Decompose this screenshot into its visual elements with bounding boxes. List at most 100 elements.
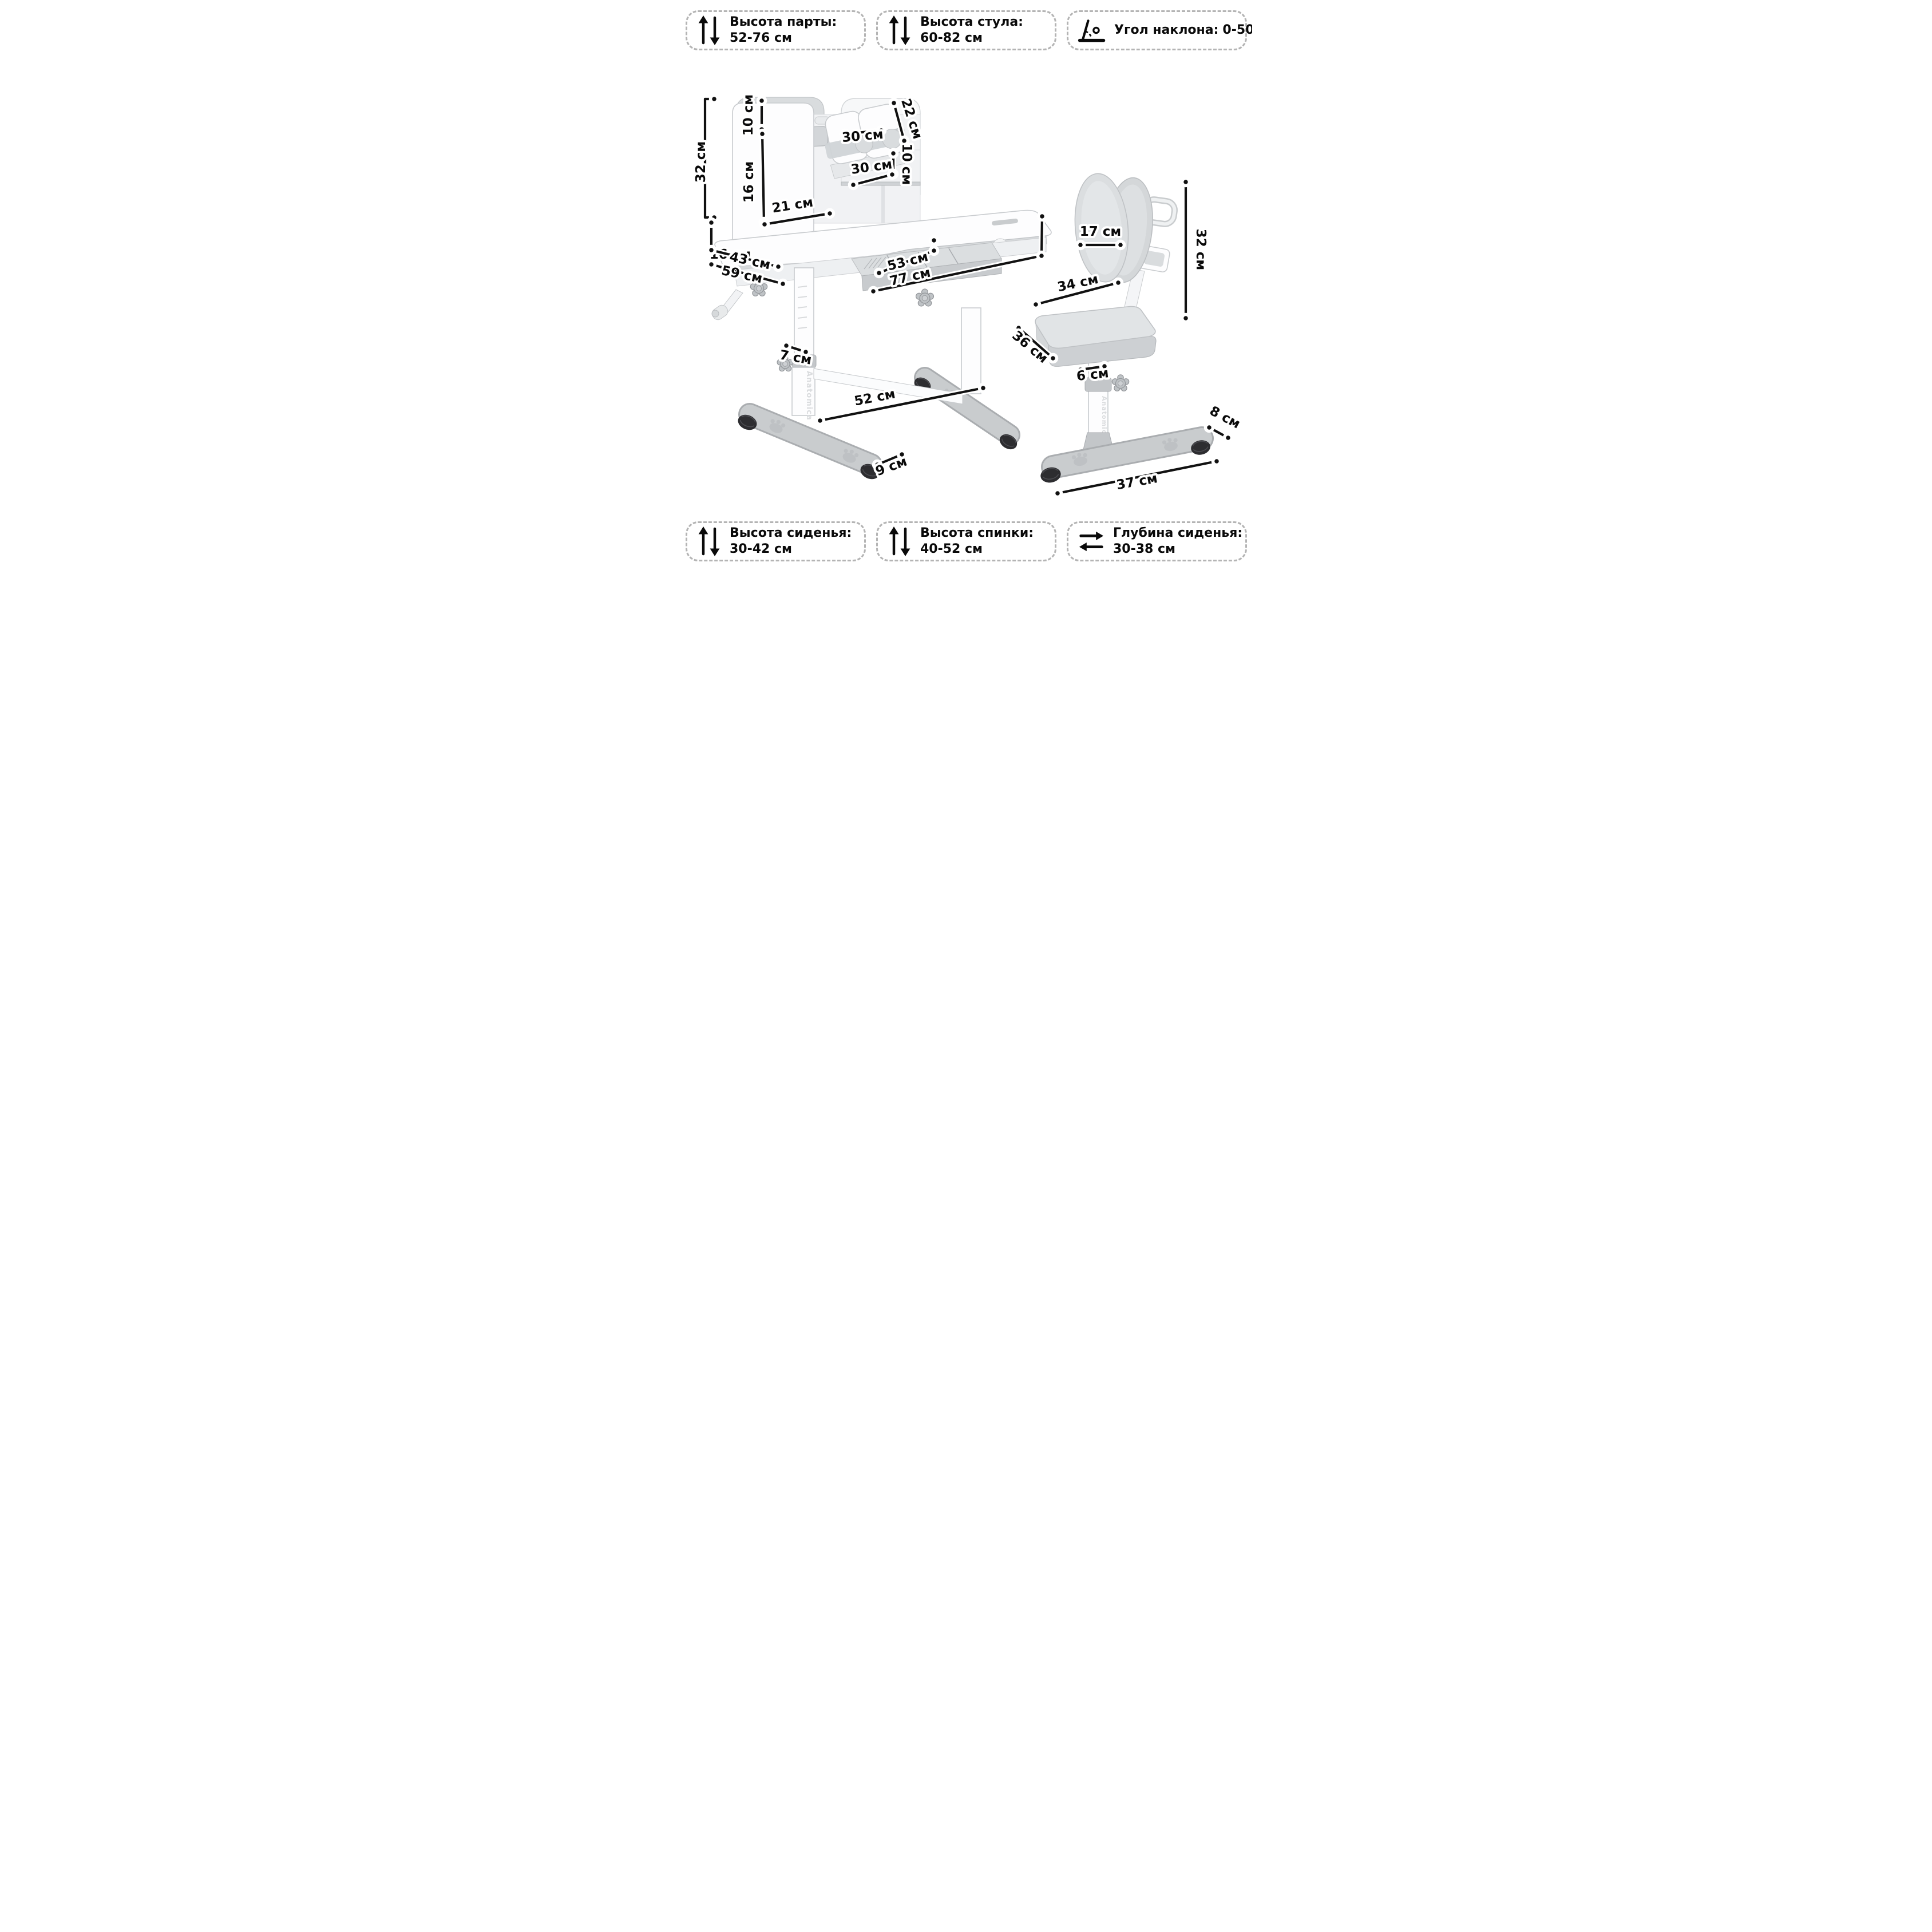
- badge-value: 30-42 см: [730, 542, 793, 556]
- dimension-endpoint-dot: [1099, 361, 1110, 372]
- desk-left-leg: Anatomica: [735, 267, 882, 482]
- dimension-endpoint-dot: [706, 259, 717, 270]
- badge-title: Высота парты:: [730, 14, 837, 29]
- dimension-endpoint-dot: [896, 449, 908, 460]
- spec-badge-seat-depth: Глубина сиденья: 30-38 см: [1067, 521, 1247, 561]
- dimension-post-width-6: 6 см: [1074, 361, 1112, 386]
- spec-badge-backrest-height: Высота спинки: 40-52 см: [876, 521, 1056, 561]
- dimension-endpoint-dot: [757, 128, 768, 140]
- dimension-backrest-width-17: 17 см: [1075, 222, 1126, 251]
- left-leg-tube: [791, 367, 815, 416]
- monkey-clip: [853, 133, 874, 153]
- dimension-endpoint-dot: [888, 97, 900, 109]
- dimension-endpoint-dot: [706, 244, 717, 256]
- backrest-bracket-pad: [1143, 251, 1165, 267]
- badge-title: Высота спинки:: [920, 525, 1034, 540]
- desk-and-chair-drawing: Anatomica: [691, 92, 1245, 499]
- seat-top-face: [1035, 306, 1156, 349]
- dimension-foot-width-9: 9 см: [872, 449, 912, 481]
- right-leg-column: [961, 307, 981, 394]
- dimension-endpoint-dot: [1203, 422, 1215, 433]
- dimension-endpoint-dot: [898, 135, 910, 147]
- dimension-endpoint-dot: [888, 148, 899, 159]
- dimension-endpoint-dot: [1180, 176, 1191, 188]
- badge-value: 0-50°: [1222, 22, 1252, 37]
- dimension-backrest-height-32: 32 см: [1180, 176, 1210, 324]
- dimension-endpoint-dot: [886, 169, 898, 180]
- dimension-endpoint-dot: [1115, 239, 1126, 251]
- leg-watermark: Anatomica: [805, 371, 813, 421]
- spec-badge-seat-height: Высота сиденья: 30-42 см: [686, 521, 866, 561]
- dimension-endpoint-dot: [1052, 488, 1063, 499]
- badge-value: 52-76 см: [730, 31, 793, 45]
- dimension-endpoint-dot: [814, 415, 826, 426]
- up-down-arrows-icon: [886, 525, 913, 557]
- dimension-endpoint-dot: [928, 245, 940, 256]
- dimension-label: 10 см: [741, 94, 756, 136]
- up-down-arrows-icon: [696, 14, 722, 46]
- dimension-hutch-top-cell-10: 10 см: [739, 92, 767, 138]
- infographic-page: Высота парты: 52-76 см Высота стула: 60-…: [680, 0, 1252, 572]
- badge-value: 60-82 см: [920, 31, 983, 45]
- dimension-endpoint-dot: [848, 179, 859, 191]
- dimension-endpoint-dot: [1047, 353, 1059, 364]
- desk-right-leg: [911, 307, 1020, 453]
- dimension-hutch-height-32: 32 см: [691, 93, 720, 223]
- badge-title: Высота стула:: [920, 14, 1023, 29]
- dimension-label: 32 см: [1193, 229, 1208, 270]
- dimension-endpoint-dot: [1013, 322, 1024, 334]
- dimension-endpoint-dot: [756, 95, 767, 106]
- dimension-endpoint-dot: [928, 235, 940, 246]
- dimension-endpoint-dot: [759, 219, 770, 230]
- spec-badge-tilt-angle: Угол наклона: 0-50°: [1067, 10, 1252, 50]
- dimension-label: 10 см: [899, 144, 914, 185]
- badge-value: 40-52 см: [920, 542, 983, 556]
- dimension-endpoint-dot: [706, 217, 717, 228]
- dimension-endpoint-dot: [773, 261, 784, 272]
- spec-badge-chair-height: Высота стула: 60-82 см: [876, 10, 1056, 50]
- dimension-endpoint-dot: [876, 125, 887, 136]
- chair-base: [1039, 426, 1214, 485]
- dimension-endpoint-dot: [1075, 364, 1086, 375]
- up-down-arrows-icon: [886, 14, 913, 46]
- badge-title: Угол наклона:: [1114, 22, 1219, 37]
- dimension-endpoint-dot: [872, 459, 883, 470]
- dimension-label: 16 см: [742, 161, 757, 203]
- dimension-endpoint-dot: [781, 340, 792, 351]
- dimension-endpoint-dot: [1211, 456, 1222, 467]
- badge-value: 30-38 см: [1113, 542, 1176, 556]
- left-right-arrows-icon: [1077, 528, 1106, 555]
- dimension-endpoint-dot: [1180, 312, 1191, 324]
- hutch-cubby-board: [841, 181, 921, 186]
- crank-handle: [711, 289, 743, 320]
- dimension-hutch-cell-16: 16 см: [739, 128, 770, 228]
- badge-title: Глубина сиденья:: [1113, 525, 1243, 540]
- dimension-label: 17 см: [1080, 224, 1121, 239]
- left-leg-column: [794, 267, 814, 358]
- dimension-endpoint-dot: [868, 286, 879, 297]
- up-down-arrows-icon: [696, 525, 722, 557]
- chair-backrest: [1074, 173, 1153, 283]
- desk-crossbar: [813, 368, 963, 405]
- dimension-endpoint-dot: [873, 267, 885, 279]
- chair-collar: [1084, 377, 1112, 392]
- dimension-endpoint-dot: [977, 382, 989, 394]
- dimension-endpoint-dot: [839, 128, 850, 140]
- right-foot: [916, 369, 1019, 444]
- dimension-endpoint-dot: [1030, 299, 1042, 310]
- badge-title: Высота сиденья:: [730, 525, 852, 540]
- adjust-knob: [915, 288, 935, 307]
- dimension-endpoint-dot: [800, 346, 811, 358]
- dimension-endpoint-dot: [708, 93, 720, 105]
- chair-watermark: Anatomica: [1100, 396, 1108, 439]
- tilt-angle-icon: [1077, 17, 1107, 43]
- dimension-endpoint-dot: [1113, 277, 1124, 288]
- dimension-endpoint-dot: [824, 208, 836, 219]
- dimension-endpoint-dot: [1036, 250, 1047, 262]
- dimension-endpoint-dot: [1075, 239, 1086, 251]
- tabletop-groove: [992, 219, 1018, 225]
- spec-badge-desk-height: Высота парты: 52-76 см: [686, 10, 866, 50]
- chair-knob: [1111, 374, 1130, 391]
- dimension-label: 32 см: [694, 141, 708, 183]
